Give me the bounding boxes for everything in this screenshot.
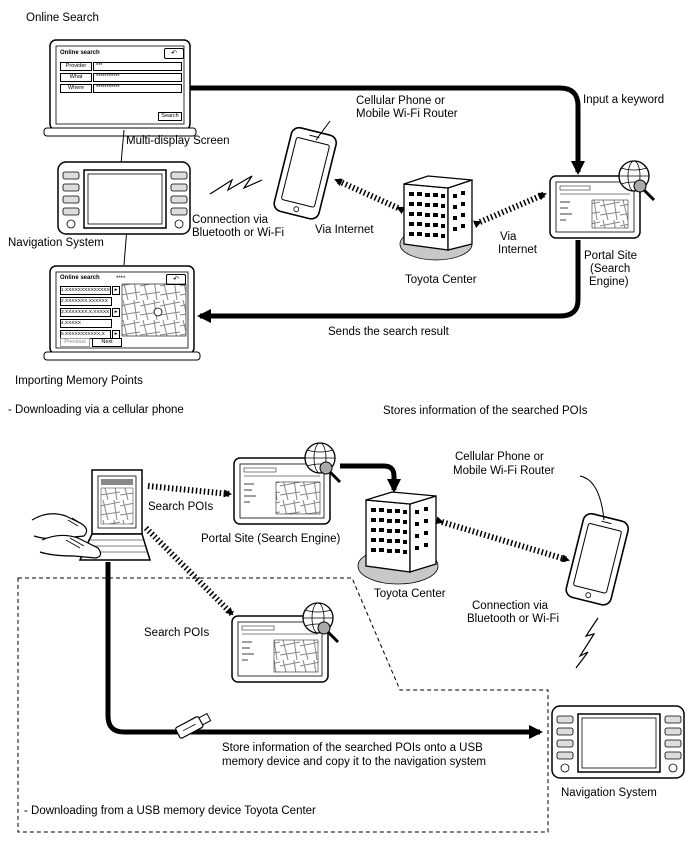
- via-internet-left-label: Via Internet: [315, 224, 374, 236]
- input-keyword-label: Input a keyword: [583, 94, 665, 106]
- expand-icon[interactable]: ▸: [112, 308, 120, 317]
- cellular-phone-bottom: [565, 512, 630, 606]
- list-item[interactable]: 4.XXXXX: [60, 319, 120, 328]
- navigation-unit-top: [57, 161, 191, 235]
- online-search-heading: Online Search: [26, 12, 99, 24]
- globe-search-icon-top: [618, 160, 656, 202]
- store-pois-arrow: [340, 463, 401, 493]
- result-label: 2.XXXXXXX,XXXXXX: [60, 297, 112, 306]
- usb-memory-icon: [175, 712, 212, 739]
- toyota-center-label-bottom: Toyota Center: [374, 588, 446, 600]
- store-usb-label-1: Store information of the searched POIs o…: [222, 742, 483, 754]
- field-where[interactable]: Where ***********: [60, 84, 182, 93]
- portal-site-tablet-bottom: [233, 457, 331, 525]
- portal-site-tablet-top: [549, 175, 641, 239]
- importing-heading: Importing Memory Points: [15, 375, 143, 387]
- search-pois-link-2: [143, 525, 235, 617]
- result-label: 4.XXXXX: [60, 319, 112, 328]
- list-item[interactable]: 1.XXXXXXXXXXXXXXXX ▸: [60, 286, 120, 295]
- portal-site-label-2: (Search: [590, 263, 631, 275]
- field-value: ***********: [93, 84, 182, 93]
- via-internet-right-label-2: Internet: [498, 244, 537, 256]
- globe-search-icon-usb: [302, 602, 340, 644]
- field-label: Where: [60, 84, 92, 93]
- next-button[interactable]: Next: [92, 338, 122, 347]
- wireless-signal-icon: [209, 175, 263, 195]
- navigation-system-label-bottom: Navigation System: [561, 787, 657, 799]
- results-screen-frame: [43, 265, 201, 361]
- usb-transfer-line: [105, 562, 543, 739]
- field-value: ***********: [93, 73, 182, 82]
- usb-download-region: [17, 577, 549, 833]
- previous-button[interactable]: Previous: [60, 338, 90, 347]
- online-search-title: Online search: [60, 50, 100, 56]
- search-button[interactable]: Search: [158, 112, 182, 121]
- connection-label-top-1: Connection via: [192, 214, 269, 226]
- cellular-label-bottom-1: Cellular Phone or: [455, 451, 544, 463]
- field-provider[interactable]: Provider ***: [60, 62, 182, 71]
- multi-display-label: Multi-display Screen: [126, 135, 230, 147]
- navigation-unit-bottom: [551, 705, 685, 779]
- downloading-phone-heading: - Downloading via a cellular phone: [8, 404, 184, 416]
- cellular-label-bottom-2: Mobile Wi-Fi Router: [453, 465, 555, 477]
- portal-site-label-3: Engine): [589, 276, 629, 288]
- results-list: 1.XXXXXXXXXXXXXXXX ▸ 2.XXXXXXX,XXXXXX 3.…: [60, 286, 120, 339]
- list-item[interactable]: 3.XXXXXXX,X,XXXXX ▸: [60, 308, 120, 317]
- back-arrow-icon: ↶: [173, 276, 179, 283]
- field-value: ***: [93, 62, 182, 71]
- online-search-back-button[interactable]: ↶: [164, 48, 184, 59]
- expand-icon[interactable]: ▸: [112, 286, 120, 295]
- phone-pointer-bottom: [579, 475, 605, 521]
- field-label: Provider: [60, 62, 92, 71]
- results-back-button[interactable]: ↶: [166, 274, 186, 285]
- cellular-label-top-1: Cellular Phone or: [356, 95, 445, 107]
- toyota-center-label-top: Toyota Center: [405, 274, 477, 286]
- via-internet-right-label-1: Via: [500, 231, 517, 243]
- connection-label-bottom-2: Bluetooth or Wi-Fi: [467, 613, 560, 625]
- connection-label-top-2: Bluetooth or Wi-Fi: [192, 227, 285, 239]
- result-flow-line: [197, 240, 581, 323]
- cellular-label-top-2: Mobile Wi-Fi Router: [356, 108, 458, 120]
- portal-site-label-1: Portal Site: [584, 250, 638, 262]
- internet-link-center-portal: [472, 191, 547, 229]
- typing-hands: [31, 513, 102, 559]
- results-title: Online search: [60, 275, 100, 281]
- connection-label-bottom-1: Connection via: [472, 600, 549, 612]
- result-label: 1.XXXXXXXXXXXXXXXX: [60, 286, 112, 295]
- search-pois-label-2: Search POIs: [144, 627, 210, 639]
- online-search-fields: Provider *** What *********** Where ****…: [60, 62, 182, 93]
- portal-site-tablet-usb: [231, 615, 329, 683]
- portal-site-bottom-label: Portal Site (Search Engine): [201, 533, 341, 545]
- toyota-center-building-top: [399, 175, 473, 261]
- internet-link-center-phone-bottom: [435, 516, 570, 563]
- phone-pointer-top: [315, 120, 331, 141]
- cellular-phone-top: [273, 126, 338, 220]
- store-usb-label-2: memory device and copy it to the navigat…: [222, 756, 486, 768]
- keyword-flow-line: [183, 85, 585, 175]
- downloading-usb-heading: - Downloading from a USB memory device T…: [24, 805, 316, 817]
- list-item[interactable]: 2.XXXXXXX,XXXXXX: [60, 297, 120, 306]
- wireless-signal-icon-bottom: [575, 617, 599, 669]
- navigation-system-label-top: Navigation System: [8, 237, 104, 249]
- stores-info-label: Stores information of the searched POIs: [383, 405, 588, 417]
- internet-link-phone-center: [334, 177, 406, 215]
- result-label: 3.XXXXXXX,X,XXXXX: [60, 308, 112, 317]
- search-pois-label-1: Search POIs: [148, 501, 214, 513]
- results-dots: ****: [116, 276, 126, 282]
- back-arrow-icon: ↶: [171, 50, 177, 57]
- globe-search-icon-bottom: [304, 442, 342, 484]
- field-what[interactable]: What ***********: [60, 73, 182, 82]
- field-label: What: [60, 73, 92, 82]
- search-pois-link-1: [147, 483, 232, 498]
- sends-result-label: Sends the search result: [328, 326, 449, 338]
- toyota-center-building-bottom: [357, 491, 439, 585]
